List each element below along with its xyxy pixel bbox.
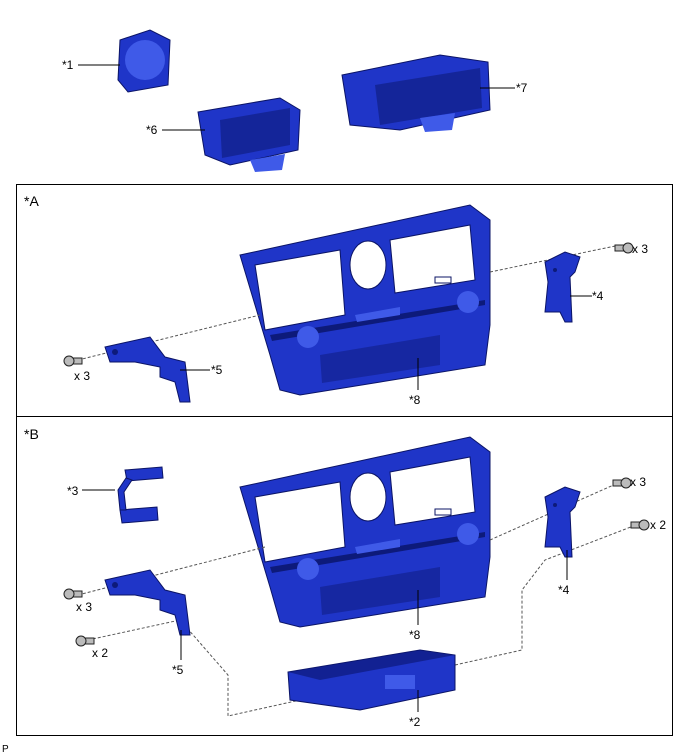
part-5-bracket-left-b	[104, 569, 191, 636]
section-b-frame	[16, 416, 673, 736]
screw-icon	[630, 519, 650, 531]
part-5-bracket-left-a	[104, 336, 191, 403]
screw-qty-left-upper-b: x 3	[76, 600, 92, 614]
label-1: *1	[62, 58, 74, 72]
screw-qty-right-a: x 3	[632, 242, 648, 256]
screw-icon	[612, 477, 632, 489]
part-4-bracket-right-b	[544, 486, 581, 558]
screw-path-left-lower-b	[87, 619, 301, 717]
screw-qty-left-lower-b: x 2	[92, 646, 108, 660]
figure-code: P	[2, 744, 9, 755]
label-5b: *5	[172, 663, 184, 677]
part-3-cable	[117, 466, 164, 524]
section-b-title: *B	[24, 426, 39, 442]
part-8-radio-bezel-a	[239, 204, 491, 396]
label-8a: *8	[409, 393, 421, 407]
label-2: *2	[409, 715, 421, 729]
screw-icon	[75, 635, 95, 647]
screw-qty-left-a: x 3	[74, 369, 90, 383]
label-4b: *4	[558, 583, 570, 597]
part-6-vent-left	[197, 97, 301, 172]
screw-path-left-a	[77, 314, 261, 361]
screw-qty-right-upper-b: x 3	[630, 475, 646, 489]
part-8-radio-bezel-b	[239, 436, 491, 628]
screw-icon	[614, 242, 634, 254]
label-3: *3	[67, 484, 79, 498]
label-5a: *5	[211, 363, 223, 377]
screw-qty-right-lower-b: x 2	[650, 518, 666, 532]
screw-path-left-upper-b	[77, 546, 266, 596]
label-4a: *4	[592, 289, 604, 303]
section-a-title: *A	[24, 193, 39, 209]
part-1-vent-small	[117, 29, 171, 93]
screw-icon	[63, 355, 83, 367]
label-7: *7	[516, 81, 528, 95]
screw-icon	[63, 588, 83, 600]
part-4-bracket-right-a	[544, 251, 581, 323]
part-2-control-unit	[287, 649, 456, 711]
label-8b: *8	[409, 628, 421, 642]
label-6: *6	[146, 123, 158, 137]
screw-path-right-lower-b	[454, 524, 637, 666]
part-7-vent-right	[341, 54, 491, 132]
